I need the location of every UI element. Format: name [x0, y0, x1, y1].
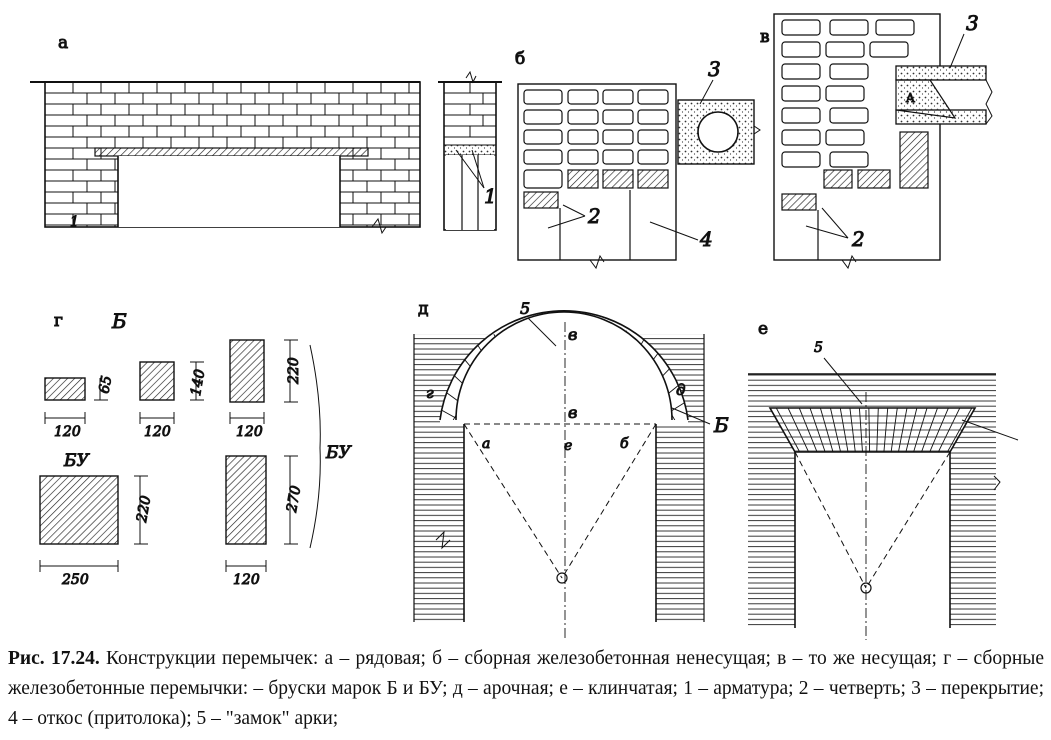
letter-b-small: б — [620, 436, 629, 452]
panel-label-d: д — [418, 299, 428, 319]
dim-120-b: 120 — [144, 424, 171, 440]
marker-1-section: 1 — [484, 184, 497, 208]
panel-label-g: г — [54, 311, 63, 331]
dim-140: 140 — [188, 368, 208, 397]
marker-3-v: 3 — [966, 11, 979, 35]
caption-number: Рис. 17.24. — [8, 648, 100, 669]
lintel-blocks-v — [781, 169, 891, 211]
bar-bu-120x220 — [229, 339, 265, 403]
dim-220-b: 220 — [134, 494, 155, 524]
lintel-blocks-b — [523, 169, 669, 209]
dim-220-a: 220 — [286, 357, 302, 385]
slab-top-v — [895, 65, 987, 81]
letter-d-arch: д — [676, 381, 686, 399]
marker-4-b: 4 — [699, 227, 713, 251]
panel-b-precast-nonbearing: б 3 2 4 — [515, 49, 761, 270]
marker-2-v: 2 — [851, 227, 865, 251]
letter-B-title: Б — [111, 309, 127, 333]
bar-b-120x140 — [139, 361, 175, 401]
panel-d-arched-lintel: д 5 в в г д а б е Б — [413, 299, 730, 640]
caption-text: Конструкции перемычек: а – рядовая; б – … — [8, 648, 1045, 729]
figure-caption: Рис. 17.24. Конструкции перемычек: а – р… — [8, 644, 1044, 734]
panel-label-b: б — [515, 49, 525, 69]
letter-v-mid: в — [568, 403, 577, 422]
bearing-lintel-v — [899, 131, 929, 189]
brick-section-a — [444, 82, 496, 138]
dim-250: 250 — [61, 572, 89, 588]
panel-v-precast-bearing: в A 3 2 — [760, 11, 993, 270]
dim-270: 270 — [284, 484, 305, 514]
panel-e-wedge-lintel: е 5 — [748, 319, 1019, 640]
bar-bu-250x220 — [39, 475, 119, 545]
dim-120-c: 120 — [236, 424, 263, 440]
panel-a-row-lintel: а 1 1 — [30, 33, 502, 235]
lintel-construction-figure: а 1 1 б — [30, 11, 1019, 640]
marker-5-e: 5 — [814, 340, 823, 356]
letter-g-arch: г — [426, 384, 434, 402]
hollow-core — [697, 111, 739, 153]
bar-bu-120x270 — [225, 455, 267, 545]
panel-g-precast-bars: г Б 120 120 120 250 120 65 140 220 220 2… — [39, 309, 353, 589]
letter-BU-right: БУ — [325, 443, 352, 463]
dim-65: 65 — [96, 374, 115, 394]
block-grid-b — [523, 89, 669, 189]
marker-1-a: 1 — [70, 214, 79, 230]
letter-a-small: а — [482, 436, 490, 452]
lintel-bar-a — [94, 147, 369, 157]
letter-e-center: е — [564, 438, 572, 454]
block-grid-v — [781, 19, 915, 168]
marker-5-d: 5 — [520, 299, 530, 318]
dim-120-a: 120 — [54, 424, 81, 440]
lintel-section-a — [443, 144, 497, 156]
letter-BU-left: БУ — [63, 451, 90, 471]
concrete-fill-v — [895, 79, 957, 119]
bar-b-120x65 — [44, 377, 86, 401]
marker-2-b: 2 — [587, 204, 601, 228]
panel-label-e: е — [758, 319, 768, 339]
panel-label-v: в — [760, 27, 770, 47]
letter-B-arch: Б — [713, 413, 729, 437]
letter-A: A — [905, 91, 915, 105]
dim-120-d: 120 — [233, 572, 260, 588]
panel-label-a: а — [58, 33, 68, 53]
letter-v-top: в — [568, 325, 577, 344]
marker-3-b: 3 — [708, 57, 721, 81]
